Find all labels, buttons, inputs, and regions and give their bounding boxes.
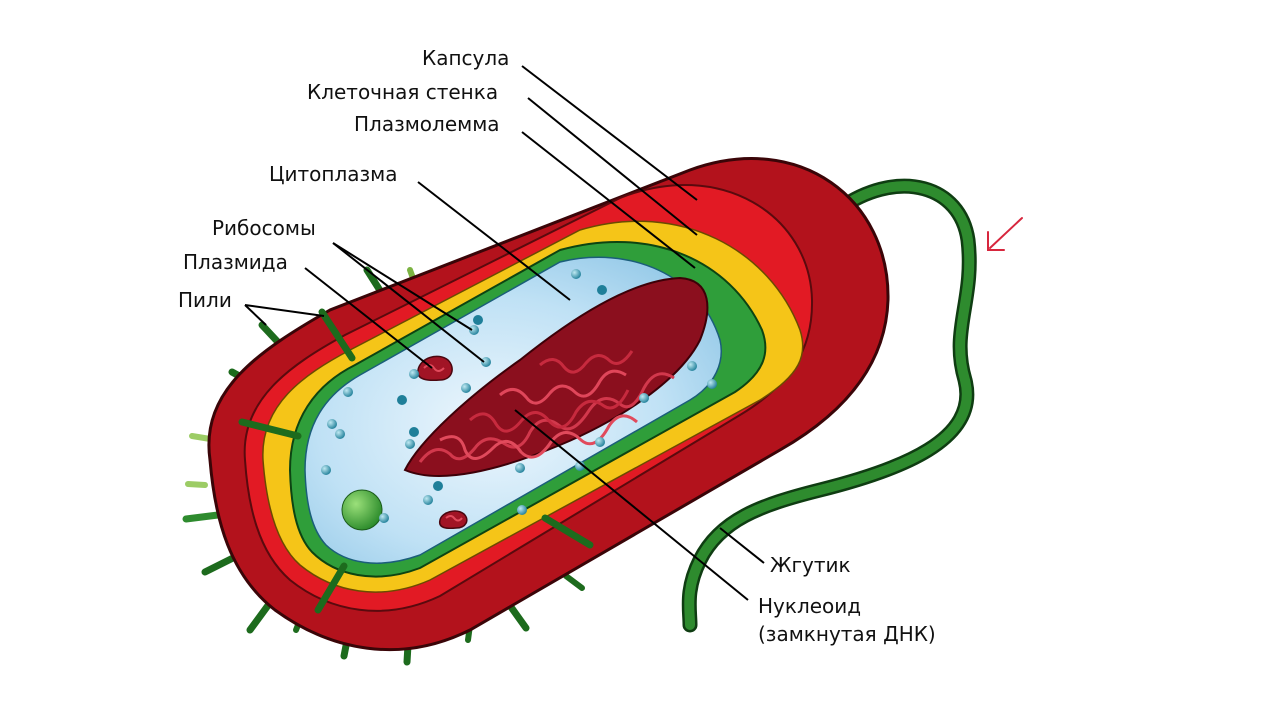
label-cytoplasm: Цитоплазма bbox=[269, 162, 398, 186]
label-nucleoid: Нуклеоид bbox=[758, 594, 862, 618]
pilus-root bbox=[238, 418, 302, 440]
ribosome bbox=[639, 393, 649, 403]
annotation-arrow-icon bbox=[987, 217, 1023, 251]
ribosome bbox=[335, 429, 345, 439]
ribosome bbox=[515, 463, 525, 473]
pilus bbox=[185, 481, 208, 488]
label-plasmid: Плазмида bbox=[183, 250, 288, 274]
ribosome bbox=[409, 369, 419, 379]
ribosome bbox=[707, 379, 717, 389]
ribosome bbox=[461, 383, 471, 393]
leader-nucleoid bbox=[514, 409, 749, 601]
ribosome bbox=[595, 437, 605, 447]
ribosome bbox=[397, 395, 407, 405]
leader-ribosomes-b bbox=[332, 242, 485, 363]
label-nucleoid-note: (замкнутая ДНК) bbox=[758, 622, 936, 646]
flagellum-core bbox=[684, 181, 975, 630]
label-pili: Пили bbox=[178, 288, 232, 312]
leader-membrane bbox=[521, 131, 696, 269]
leader-cytoplasm bbox=[417, 181, 571, 301]
leader-pili-a bbox=[244, 304, 325, 317]
ribosome bbox=[469, 325, 479, 335]
ribosome bbox=[571, 269, 581, 279]
ribosome bbox=[597, 285, 607, 295]
ribosome bbox=[379, 513, 389, 523]
ribosome bbox=[321, 465, 331, 475]
ribosome bbox=[575, 461, 585, 471]
ribosome bbox=[473, 315, 483, 325]
nucleoid bbox=[403, 276, 709, 477]
leader-capsule bbox=[521, 65, 698, 201]
ribosome bbox=[481, 357, 491, 367]
pilus-root bbox=[314, 562, 348, 614]
storage-granule bbox=[341, 489, 383, 531]
label-plasma-membrane: Плазмолемма bbox=[354, 112, 500, 136]
leader-flagellum bbox=[719, 527, 765, 564]
ribosome bbox=[327, 419, 337, 429]
label-capsule: Капсула bbox=[422, 46, 510, 70]
label-cell-wall: Клеточная стенка bbox=[307, 80, 499, 104]
pilus-root bbox=[318, 308, 356, 362]
ribosomes-group bbox=[321, 269, 717, 523]
ribosome bbox=[433, 481, 443, 491]
pilus bbox=[563, 573, 585, 591]
ribosome bbox=[517, 505, 527, 515]
ribosome bbox=[343, 387, 353, 397]
ribosome bbox=[409, 427, 419, 437]
leader-plasmid bbox=[304, 267, 433, 369]
leader-lines bbox=[244, 65, 765, 601]
ribosome bbox=[687, 361, 697, 371]
plasmid bbox=[438, 510, 468, 530]
ribosome bbox=[423, 495, 433, 505]
pilus-root bbox=[541, 514, 594, 549]
ribosome bbox=[405, 439, 415, 449]
leader-ribosomes-a bbox=[332, 242, 473, 331]
label-ribosomes: Рибосомы bbox=[212, 216, 316, 240]
label-flagellum: Жгутик bbox=[770, 553, 851, 577]
leader-cell-wall bbox=[527, 97, 698, 236]
leader-pili-b bbox=[244, 304, 267, 326]
